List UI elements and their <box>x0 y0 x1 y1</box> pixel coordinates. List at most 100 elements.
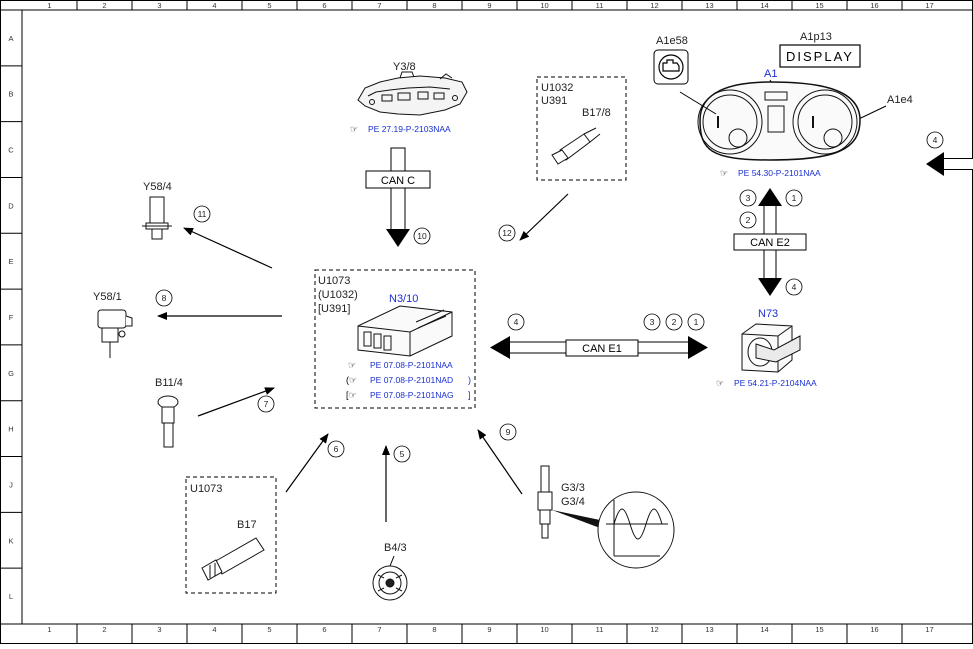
b17-8-label: B17/8 <box>582 107 611 119</box>
grid-col-top-14: 14 <box>760 1 768 10</box>
a1p13-label: A1p13 <box>800 31 832 43</box>
step-markers: 11 8 7 6 5 9 10 12 4 3 2 1 3 1 2 4 4 <box>155 131 944 463</box>
grid-col-top-3: 3 <box>157 1 161 10</box>
sine-wave-graph-icon <box>597 491 675 569</box>
grid-row-C: C <box>8 146 14 155</box>
g3-4-label: G3/4 <box>561 496 585 508</box>
cluster-gauges-icon <box>679 81 861 161</box>
ignition-switch-icon <box>741 323 801 373</box>
ref-icon: ☞ <box>348 360 356 370</box>
step-12: 12 <box>502 228 512 238</box>
grid-col-bottom-13: 13 <box>705 625 713 634</box>
u1073-box-label: U1073 <box>190 483 222 495</box>
ecu-u391-label: [U391] <box>318 303 350 315</box>
y3-8-component: Y3/8 ☞ PE 27.19-P-2103NAA <box>350 61 468 134</box>
u1032-label: U1032 <box>541 82 573 94</box>
grid-row-G: G <box>8 369 14 378</box>
b17-8-sensor-icon <box>551 127 601 165</box>
grid-col-bottom-8: 8 <box>432 625 436 634</box>
step-10: 10 <box>417 231 427 241</box>
b17-label: B17 <box>237 519 257 531</box>
engine-warning-icon <box>658 54 684 80</box>
ref-icon: ☞ <box>716 378 724 388</box>
grid-col-bottom-1: 1 <box>47 625 51 634</box>
b17-sensor-icon <box>201 537 265 581</box>
step-3-can-e1: 3 <box>650 317 655 327</box>
step-5: 5 <box>400 449 405 459</box>
ref-icon: [☞ <box>346 390 357 400</box>
right-edge-bus-arrow <box>926 152 973 176</box>
can-e2-label: CAN E2 <box>750 237 790 249</box>
b17-component: U1073 B17 <box>185 476 277 594</box>
ecu-ref-link-3[interactable]: PE 07.08-P-2101NAG <box>370 390 454 400</box>
grid-row-L: L <box>9 592 13 601</box>
ref-icon: ☞ <box>350 124 358 134</box>
arrow-12 <box>519 193 569 241</box>
step-4-can-e1: 4 <box>514 317 519 327</box>
step-3-can-e2: 3 <box>746 193 751 203</box>
grid-row-E: E <box>8 257 13 266</box>
grid-row-J: J <box>9 480 13 489</box>
ecu-ref-link-2[interactable]: PE 07.08-P-2101NAD <box>370 375 453 385</box>
n3-10-label: N3/10 <box>389 293 418 305</box>
grid-row-A: A <box>8 34 13 43</box>
b11-4-component: B11/4 <box>155 377 183 448</box>
ecu-ref-link-1[interactable]: PE 07.08-P-2101NAA <box>370 360 453 370</box>
arrow-11 <box>183 227 273 269</box>
step-7: 7 <box>264 399 269 409</box>
display-box <box>779 44 861 68</box>
grid-col-top-10: 10 <box>540 1 548 10</box>
b4-3-label: B4/3 <box>384 542 407 554</box>
o2-sensor-component: G3/3 G3/4 <box>537 465 675 569</box>
grid-row-K: K <box>8 536 13 545</box>
n73-ref-link[interactable]: PE 54.21-P-2104NAA <box>734 378 817 388</box>
step-1-can-e2: 1 <box>792 193 797 203</box>
grid-col-bottom-5: 5 <box>267 625 271 634</box>
grid-col-bottom-2: 2 <box>102 625 106 634</box>
y58-1-label: Y58/1 <box>93 291 122 303</box>
step-2-can-e1: 2 <box>672 317 677 327</box>
grid-row-F: F <box>9 313 14 322</box>
y58-4-valve-icon <box>142 196 172 240</box>
grid-labels: 1122334455667788991010111112121313141415… <box>0 0 934 644</box>
n73-label: N73 <box>758 308 778 320</box>
grid-col-top-15: 15 <box>815 1 823 10</box>
ecu-u1073-label: U1073 <box>318 275 350 287</box>
b11-4-label: B11/4 <box>155 377 183 389</box>
grid-col-bottom-6: 6 <box>322 625 326 634</box>
can-e2-bus: CAN E2 <box>733 188 807 296</box>
grid-col-bottom-7: 7 <box>377 625 381 634</box>
u391-label: U391 <box>541 95 567 107</box>
can-e1-label: CAN E1 <box>582 343 622 355</box>
step-9: 9 <box>506 427 511 437</box>
grid-col-bottom-9: 9 <box>487 625 491 634</box>
n73-component: N73 ☞ PE 54.21-P-2104NAA <box>716 308 817 388</box>
ecu-n3-10-component: U1073 (U1032) [U391] N3/10 ☞ PE 07.08-P-… <box>314 269 476 409</box>
grid-col-top-7: 7 <box>377 1 381 10</box>
step-2-can-e2: 2 <box>746 215 751 225</box>
o2-sensor-probe-icon <box>537 465 553 539</box>
grid-col-top-11: 11 <box>596 1 604 10</box>
grid-col-bottom-17: 17 <box>925 625 933 634</box>
a1e58-label: A1e58 <box>656 35 688 47</box>
step-8: 8 <box>162 293 167 303</box>
grid-col-top-8: 8 <box>432 1 436 10</box>
grid-col-top-12: 12 <box>650 1 658 10</box>
arrow-6 <box>285 433 329 493</box>
can-e1-bus: CAN E1 <box>490 336 708 359</box>
can-c-label: CAN C <box>381 175 415 187</box>
step-1-can-e1: 1 <box>694 317 699 327</box>
zoom-wedge <box>552 510 600 528</box>
a1e4-label: A1e4 <box>887 94 913 106</box>
ecu-control-unit-icon <box>357 305 453 357</box>
step-6: 6 <box>334 444 339 454</box>
y3-8-ref-link[interactable]: PE 27.19-P-2103NAA <box>368 124 451 134</box>
grid-row-H: H <box>8 425 13 434</box>
cluster-ref-link[interactable]: PE 54.30-P-2101NAA <box>738 168 821 178</box>
grid-col-top-17: 17 <box>925 1 933 10</box>
grid-col-bottom-11: 11 <box>596 625 604 634</box>
paren-close: ) <box>468 375 471 385</box>
grid-col-bottom-4: 4 <box>212 625 216 634</box>
grid-col-bottom-12: 12 <box>650 625 658 634</box>
